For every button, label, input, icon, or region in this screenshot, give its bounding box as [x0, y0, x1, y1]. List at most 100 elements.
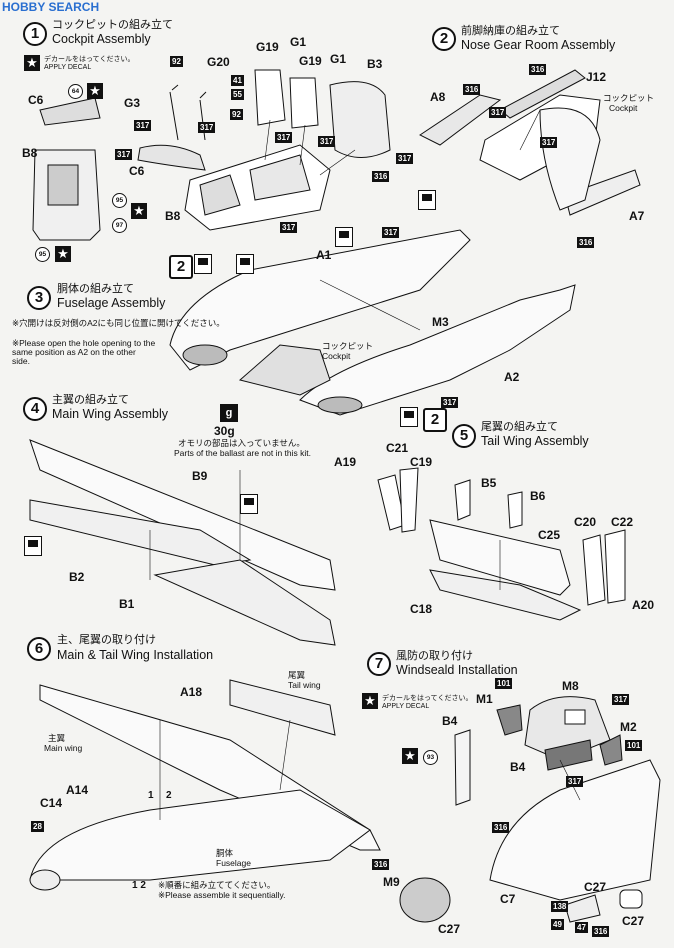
- part-label: A14: [66, 783, 89, 797]
- part-label: G3: [124, 96, 141, 110]
- decal-number: 95: [112, 193, 127, 208]
- paint-code: 92: [230, 109, 243, 120]
- step-3-title-en: Fuselage Assembly: [57, 296, 166, 310]
- part-label: G1: [290, 35, 307, 49]
- paint-code: 317: [198, 122, 216, 133]
- ballast-weight-icon: g: [220, 404, 238, 422]
- tail-wing-label-en: Tail wing: [288, 680, 321, 690]
- part-label: G1: [330, 52, 347, 66]
- step-3-note-en-3: side.: [12, 356, 30, 366]
- sequence-mark: 1: [148, 790, 154, 801]
- paint-code: 317: [566, 776, 584, 787]
- step-7-number: 7: [367, 652, 391, 676]
- part-label: C25: [538, 528, 561, 542]
- step-3-title-jp: 胴体の組み立て: [57, 283, 134, 295]
- step-3-note-en-2: same position as A2 on the other: [12, 347, 136, 357]
- paint-code: 316: [592, 926, 610, 937]
- part-label: A20: [632, 598, 655, 612]
- paint-code: 317: [280, 222, 298, 233]
- paint-code: 28: [31, 821, 44, 832]
- part-label: C6: [28, 93, 44, 107]
- part-label: B2: [69, 570, 85, 584]
- part-label: G19: [299, 54, 322, 68]
- part-label: C14: [40, 796, 63, 810]
- glue-icon: [418, 190, 436, 210]
- decal-number: 64: [68, 84, 83, 99]
- step-7-title-en: Windseald Installation: [396, 663, 518, 677]
- step-2-ref-icon: 2: [423, 408, 447, 432]
- part-label: G19: [256, 40, 279, 54]
- paint-code: 138: [551, 901, 569, 912]
- decal-note-en: APPLY DECAL: [382, 703, 430, 710]
- step-5-title-jp: 尾翼の組み立て: [481, 421, 558, 433]
- part-label: J12: [586, 70, 607, 84]
- step-1-title-jp: コックピットの組み立て: [52, 19, 173, 31]
- sequence-note-en: ※Please assemble it sequentially.: [158, 890, 286, 900]
- part-label: C6: [129, 164, 145, 178]
- part-label: A8: [430, 90, 446, 104]
- paint-code: 49: [551, 919, 564, 930]
- paint-code: 317: [489, 107, 507, 118]
- step-2-ref-icon: 2: [169, 255, 193, 279]
- step-7-title-jp: 風防の取り付け: [396, 650, 473, 662]
- part-label: C19: [410, 455, 433, 469]
- decal-number: 95: [35, 247, 50, 262]
- part-label: B8: [165, 209, 181, 223]
- fuselage-label-en: Fuselage: [216, 858, 251, 868]
- decal-note-en: APPLY DECAL: [44, 64, 92, 71]
- paint-code: 317: [318, 136, 336, 147]
- step-5-number: 5: [452, 424, 476, 448]
- paint-code: 101: [495, 678, 513, 689]
- decal-star-icon: ★: [24, 55, 40, 71]
- fuselage-label-jp: 胴体: [216, 848, 234, 858]
- step-2-number: 2: [432, 27, 456, 51]
- step-6-number: 6: [27, 637, 51, 661]
- paint-code: 317: [115, 149, 133, 160]
- part-label: M8: [562, 679, 579, 693]
- part-label: B1: [119, 597, 135, 611]
- step-1-number: 1: [23, 22, 47, 46]
- step-4-title-jp: 主翼の組み立て: [52, 394, 129, 406]
- part-label: C20: [574, 515, 597, 529]
- paint-code: 316: [463, 84, 481, 95]
- part-label: M2: [620, 720, 637, 734]
- paint-code: 316: [372, 859, 390, 870]
- paint-code: 316: [529, 64, 547, 75]
- decal-star-icon: ★: [362, 693, 378, 709]
- step-2-title-en: Nose Gear Room Assembly: [461, 38, 616, 52]
- tail-wing-label-jp: 尾翼: [288, 670, 306, 680]
- sequence-note-jp: ※順番に組み立ててください。: [158, 880, 276, 890]
- part-label: B4: [442, 714, 458, 728]
- cockpit-label-en: Cockpit: [609, 103, 638, 113]
- step-5-title-en: Tail Wing Assembly: [481, 434, 589, 448]
- paint-code: 317: [540, 137, 558, 148]
- part-label: C27: [584, 880, 607, 894]
- part-label: M3: [432, 315, 449, 329]
- glue-icon: [335, 227, 353, 247]
- part-label: C21: [386, 441, 409, 455]
- sequence-mark: 2: [166, 790, 172, 801]
- paint-code: 317: [382, 227, 400, 238]
- paint-code: 92: [170, 56, 183, 67]
- ballast-note-jp: オモリの部品は入っていません。: [178, 438, 305, 448]
- part-label: C27: [438, 922, 461, 936]
- part-label: A2: [504, 370, 520, 384]
- step-3-note-en-1: ※Please open the hole opening to the: [12, 338, 156, 348]
- decal-number: 93: [423, 750, 438, 765]
- part-label: M9: [383, 875, 400, 889]
- part-label: M1: [476, 692, 493, 706]
- paint-code: 317: [134, 120, 152, 131]
- paint-code: 317: [612, 694, 630, 705]
- step-1-title-en: Cockpit Assembly: [52, 32, 151, 46]
- part-label: A1: [316, 248, 332, 262]
- part-label: C27: [622, 914, 645, 928]
- decal-note-jp: デカールをはってください。: [382, 695, 473, 702]
- part-label: A18: [180, 685, 203, 699]
- decal-star-icon: ★: [55, 246, 71, 262]
- decal-note-jp: デカールをはってください。: [44, 56, 135, 63]
- paint-code: 316: [577, 237, 595, 248]
- part-label: B9: [192, 469, 208, 483]
- part-label: B4: [510, 760, 526, 774]
- part-label: A7: [629, 209, 645, 223]
- part-label: A19: [334, 455, 357, 469]
